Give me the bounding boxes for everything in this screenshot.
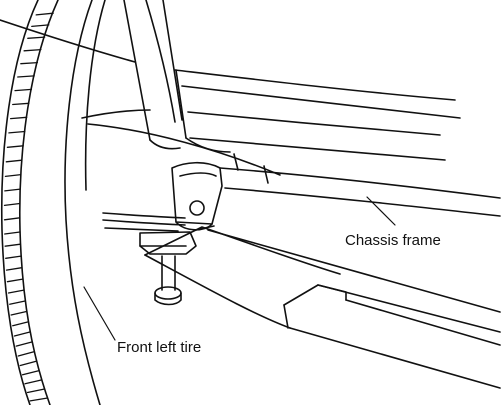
chassis-frame-rails [219, 153, 501, 217]
tread-block [9, 300, 26, 305]
tire-tread-blocks [3, 12, 54, 402]
front-left-tire-label: Front left tire [117, 339, 202, 356]
tread-block [9, 116, 28, 120]
front-left-tire [0, 0, 106, 405]
tread-block [31, 24, 50, 28]
tread-block [10, 310, 28, 316]
tread-block [4, 243, 22, 247]
tread-block [3, 202, 21, 207]
tread-block [6, 278, 24, 283]
tread-block [13, 331, 31, 337]
tread-block [5, 267, 23, 271]
tread-block [12, 102, 30, 106]
tread-block [21, 370, 40, 376]
jack-support-rail [144, 226, 501, 389]
tread-block [7, 289, 25, 294]
tread-block [35, 12, 54, 16]
tread-block [15, 341, 33, 347]
tread-block [19, 360, 37, 367]
tread-block [5, 255, 22, 259]
tread-block [20, 61, 39, 65]
vertical-support [123, 0, 183, 150]
tread-block [29, 397, 48, 402]
tread-block [26, 388, 45, 394]
tread-block [4, 173, 22, 178]
leader-lines [83, 196, 396, 341]
leaf-spring [102, 212, 186, 232]
tread-block [23, 48, 42, 52]
tread-block [17, 75, 35, 78]
adjuster-bolt [154, 255, 182, 306]
tread-block [14, 88, 33, 92]
tread-block [3, 217, 21, 221]
tread-block [4, 231, 21, 235]
spring-shackle [171, 161, 223, 231]
tread-block [24, 379, 42, 385]
chassis-frame-label: Chassis frame [345, 232, 441, 249]
tread-block [12, 321, 29, 327]
tread-block [8, 130, 26, 134]
tread-block [4, 188, 21, 192]
tread-block [27, 36, 46, 39]
tread-block [5, 159, 23, 163]
upper-rails [174, 69, 461, 161]
tread-block [6, 145, 24, 148]
tread-block [17, 351, 35, 357]
